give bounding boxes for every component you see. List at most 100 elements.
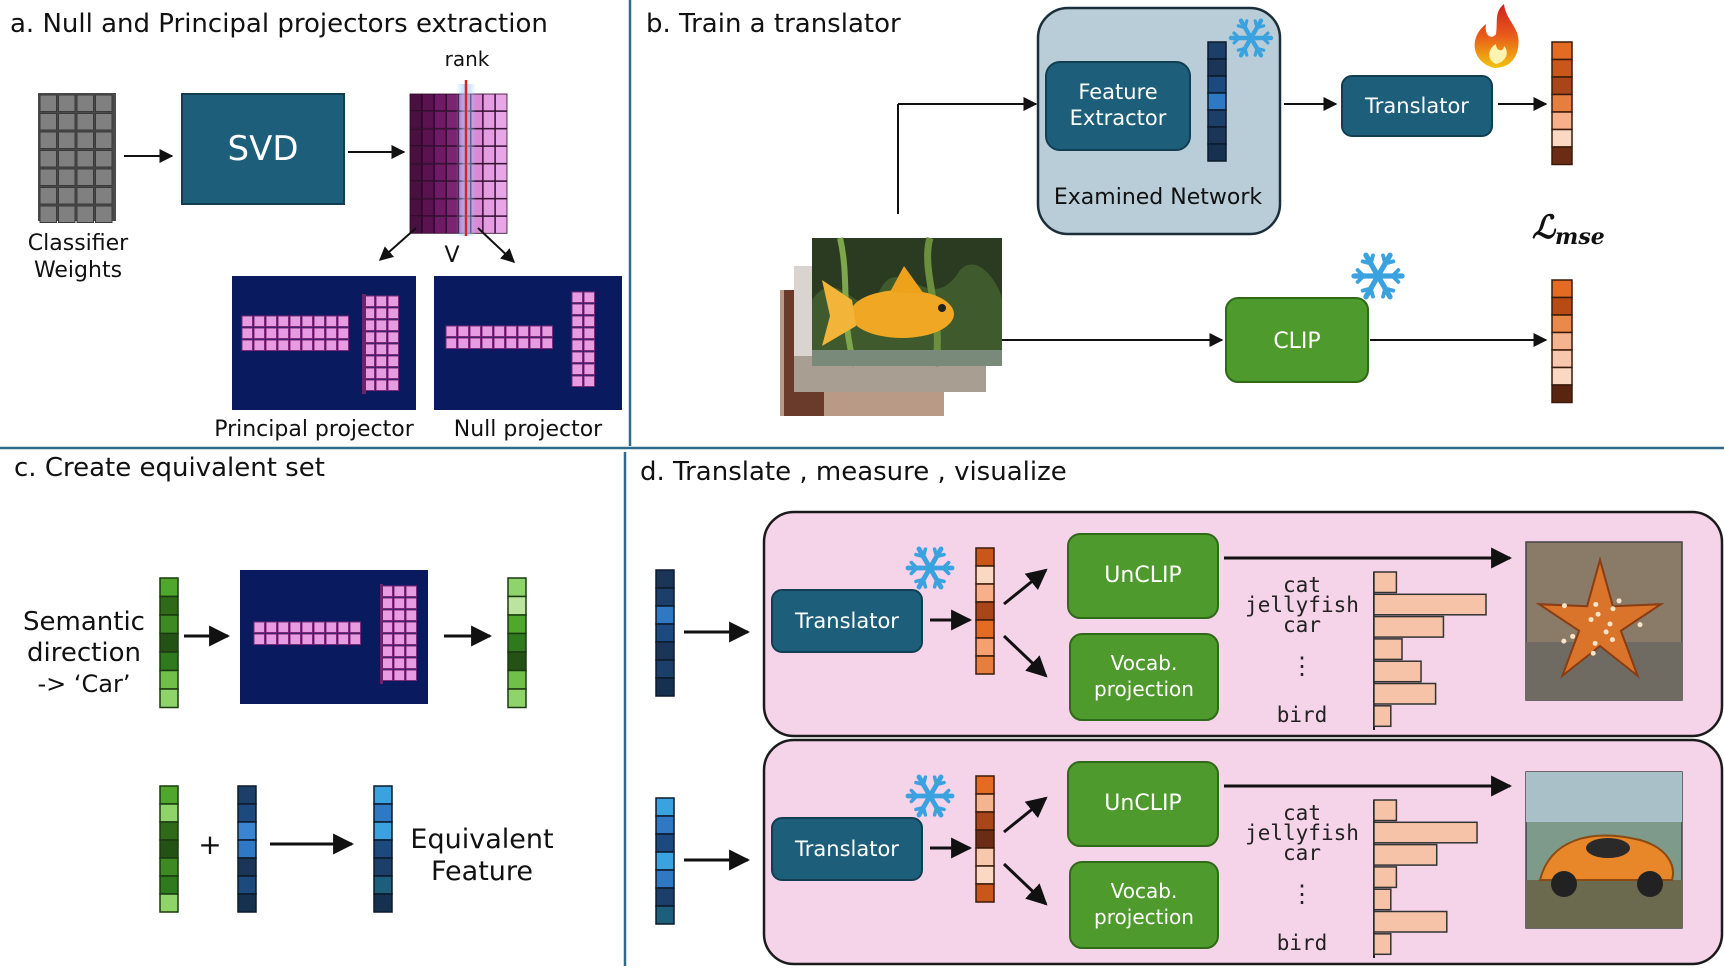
snowflake-arm	[1248, 35, 1264, 58]
translator-label: Translator	[794, 609, 899, 633]
vector-cell	[1551, 93, 1573, 113]
clip-output-vector	[1551, 279, 1573, 404]
snowflake-arm	[916, 774, 933, 799]
output-vector-cell	[975, 883, 995, 903]
snowflake-arm	[1375, 252, 1393, 279]
grid-cell	[39, 94, 57, 112]
matrix-cell	[421, 198, 435, 217]
input-vector-cell	[655, 623, 675, 643]
vector-cell	[1207, 92, 1227, 111]
vector-cell	[1551, 349, 1573, 369]
translator-box	[771, 817, 923, 881]
vocab-word: cat	[1283, 801, 1321, 825]
projector-cell	[289, 339, 301, 351]
matrix-cell	[494, 181, 508, 199]
vector-cell	[237, 785, 257, 805]
similarity-bar	[1373, 571, 1398, 594]
input-vector-cell	[655, 587, 675, 607]
starfish-spot	[1590, 650, 1596, 656]
projector-cell	[253, 621, 265, 633]
output-vector-cell	[975, 847, 995, 867]
grid-cell	[58, 150, 76, 168]
vector-cell	[159, 651, 179, 672]
projector-cell	[337, 621, 349, 633]
equivalent-label-line2: Feature	[431, 856, 533, 887]
unclip-box	[1067, 533, 1219, 619]
generated-starfish-image	[1525, 541, 1683, 701]
vector-cell	[507, 577, 527, 598]
matrix-cell	[421, 163, 435, 182]
vocab-word: jellyfish	[1245, 821, 1359, 845]
matrix-cell	[409, 93, 423, 112]
snowflake-branch	[1243, 19, 1249, 30]
grid-cell	[95, 131, 113, 149]
feature-extractor-line1: Feature	[1078, 80, 1157, 104]
projected-direction-vector	[507, 577, 527, 709]
vector-cell	[159, 577, 179, 598]
projector-cell	[277, 621, 289, 633]
vector-cell	[159, 875, 179, 895]
projector-cell	[583, 375, 595, 387]
null-projector-cells-c	[253, 584, 417, 684]
vector-cell	[1551, 58, 1573, 78]
projector-cell	[481, 337, 493, 349]
snowflake-branch	[941, 794, 951, 804]
projector-cell	[393, 609, 405, 621]
plus-sign: +	[198, 828, 221, 861]
projector-cell	[457, 325, 469, 337]
vector-cell	[159, 893, 179, 913]
output-vector-cell	[975, 793, 995, 813]
projector-cell	[393, 597, 405, 609]
vector-cell	[1551, 296, 1573, 316]
output-vector-cell	[975, 583, 995, 603]
panel-d-title: d. Translate , measure , visualize	[640, 457, 1067, 487]
semantic-label-line3: -> ‘Car’	[38, 670, 131, 698]
snowflake-branch	[934, 780, 946, 787]
projector-cell	[301, 621, 313, 633]
projector-cell	[301, 339, 313, 351]
starfish-spot	[1570, 633, 1576, 639]
projector-cell	[529, 325, 541, 337]
grid-cell	[58, 205, 76, 223]
projector-cell	[375, 331, 387, 343]
projector-cell	[387, 343, 399, 355]
matrix-cell	[433, 146, 447, 164]
panel-a: a. Null and Principal projectors extract…	[10, 9, 622, 442]
arrow-to-vocab	[1002, 634, 1048, 678]
matrix-cell	[421, 93, 435, 112]
examined-network-label: Examined Network	[1054, 185, 1262, 210]
projector-cell	[387, 379, 399, 391]
snowflake-branch	[914, 805, 926, 812]
vector-cell	[237, 893, 257, 913]
vocab-word: car	[1283, 613, 1321, 637]
projector-shade	[380, 584, 383, 684]
clip-label: CLIP	[1273, 329, 1320, 354]
projector-cell	[241, 327, 253, 339]
matrix-cell	[482, 93, 496, 112]
projector-cell	[405, 633, 417, 645]
snowflake-branch	[934, 552, 946, 559]
vocab-label-line1: Vocab.	[1111, 651, 1178, 675]
similarity-bar	[1373, 660, 1422, 683]
matrix-cell	[433, 163, 447, 182]
row-background	[762, 738, 1724, 966]
snowflake-branch	[932, 577, 939, 589]
snowflake-branch	[921, 775, 928, 787]
matrix-cell	[433, 128, 447, 147]
matrix-cell	[421, 181, 435, 199]
projector-cell	[583, 339, 595, 351]
projector-cell	[387, 319, 399, 331]
output-vector-cell	[975, 637, 995, 657]
vector-cell	[507, 595, 527, 616]
feature-extractor-box	[1045, 61, 1191, 151]
matrix-cell	[433, 198, 447, 217]
vector-cell	[1551, 314, 1573, 334]
projector-cell	[517, 325, 529, 337]
starfish-spot	[1616, 598, 1622, 604]
vector-cell	[1207, 126, 1227, 145]
panel-b: b. Train a translator Feature Extractor …	[646, 4, 1605, 416]
vector-cell	[237, 857, 257, 877]
projector-cell	[375, 343, 387, 355]
snowflake-branch	[1381, 286, 1388, 299]
projector-cell	[469, 325, 481, 337]
